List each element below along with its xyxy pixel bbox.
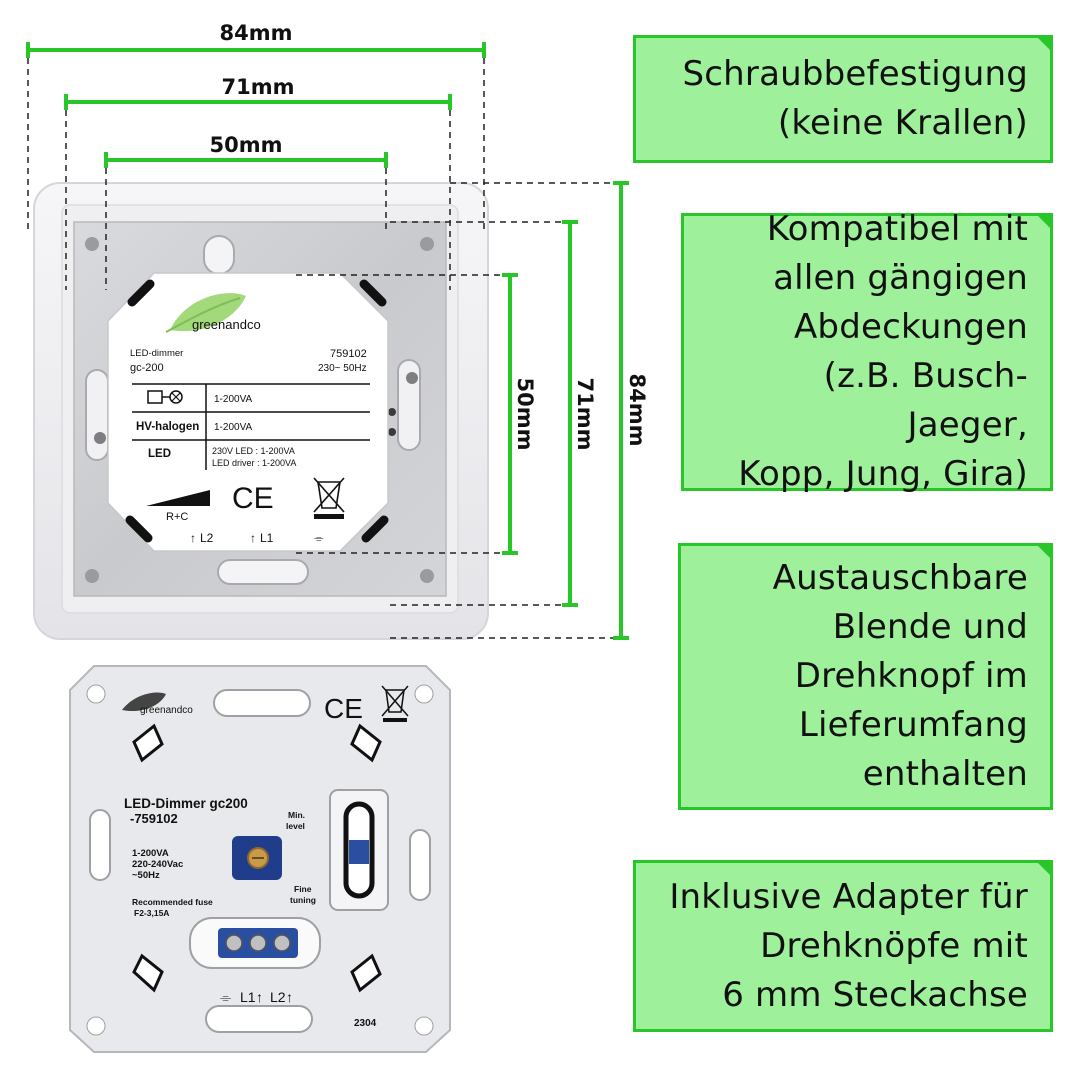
brand-text: greenandco bbox=[192, 317, 261, 332]
leaf-logo-icon bbox=[122, 692, 166, 712]
plate-hole bbox=[85, 237, 99, 251]
dimming-ramp-icon bbox=[146, 490, 210, 506]
fuse-value: F2-3,15A bbox=[134, 908, 169, 918]
screw-slot bbox=[217, 559, 309, 585]
label-title: LED-dimmer bbox=[130, 348, 183, 359]
dim-width-outer: 84mm bbox=[220, 21, 293, 45]
back-terminal: L1 bbox=[240, 989, 256, 1005]
screw-slot bbox=[203, 235, 235, 275]
feature-text: Kompatibel mit allen gängigen Abdeckunge… bbox=[738, 209, 1028, 494]
dim-height-inner: 50mm bbox=[513, 378, 537, 451]
row-value: 1-200VA bbox=[214, 394, 253, 405]
dimmer-module-back: greenandco CE LED-Dimmer gc200 -759102 M… bbox=[69, 665, 451, 1053]
corner-fold-icon bbox=[1035, 543, 1053, 561]
plate-hole bbox=[85, 569, 99, 583]
plate-hole bbox=[420, 569, 434, 583]
label-voltage: 230~ 50Hz bbox=[318, 363, 367, 374]
weee-bin-icon bbox=[381, 685, 409, 722]
back-title: LED-Dimmer gc200 bbox=[124, 796, 248, 811]
incandescent-lamp-icon bbox=[147, 390, 183, 404]
feature-text: Inklusive Adapter für Drehknöpfe mit 6 m… bbox=[669, 876, 1028, 1015]
dim-height-mid: 71mm bbox=[573, 378, 597, 451]
back-terminal: L2 bbox=[270, 989, 286, 1005]
dimension-lines bbox=[26, 42, 629, 640]
fuse-title: Recommended fuse bbox=[132, 897, 213, 907]
min-level-line2: level bbox=[286, 821, 305, 831]
row-value: 230V LED : 1-200VA bbox=[212, 446, 295, 456]
row-name: HV-halogen bbox=[136, 421, 199, 433]
row-value: LED driver : 1-200VA bbox=[212, 458, 296, 468]
feature-text: Austauschbare Blende und Drehknopf im Li… bbox=[772, 558, 1028, 794]
corner-fold-icon bbox=[1035, 213, 1053, 231]
svg-text:↑: ↑ bbox=[256, 989, 263, 1005]
dimension-guides bbox=[27, 58, 613, 639]
dim-width-mid: 71mm bbox=[222, 75, 295, 99]
dim-width-inner: 50mm bbox=[210, 133, 283, 157]
corner-fold-icon bbox=[1035, 35, 1053, 53]
label-model: gc-200 bbox=[130, 362, 164, 374]
terminal-label: L2 bbox=[200, 531, 214, 545]
label-article: 759102 bbox=[330, 348, 367, 360]
back-article: -759102 bbox=[130, 811, 178, 826]
fine-tuning-text: Fine tuning bbox=[290, 884, 316, 905]
row-name: LED bbox=[148, 448, 171, 460]
plate-hole bbox=[420, 237, 434, 251]
feature-box: Austauschbare Blende und Drehknopf im Li… bbox=[678, 543, 1053, 810]
spec-line: 1-200VA bbox=[132, 848, 169, 859]
min-level-text: Min. level bbox=[286, 810, 307, 831]
svg-text:↑: ↑ bbox=[286, 989, 293, 1005]
feature-box: Inklusive Adapter für Drehknöpfe mit 6 m… bbox=[633, 860, 1053, 1032]
min-level-line1: Min. bbox=[288, 810, 305, 820]
terminal-label: L1 bbox=[260, 531, 274, 545]
claw-slot bbox=[85, 369, 109, 461]
dim-height-outer: 84mm bbox=[625, 374, 649, 447]
row-value: 1-200VA bbox=[214, 422, 253, 433]
feature-text: Schraubbefestigung (keine Krallen) bbox=[682, 54, 1028, 143]
spec-line: ~50Hz bbox=[132, 870, 160, 881]
feature-box: Schraubbefestigung (keine Krallen) bbox=[633, 35, 1053, 163]
batch-code: 2304 bbox=[354, 1018, 377, 1029]
svg-text:↑: ↑ bbox=[250, 531, 256, 545]
ce-mark: CE bbox=[232, 482, 274, 515]
spec-line: 220-240Vac bbox=[132, 859, 183, 870]
corner-fold-icon bbox=[1035, 860, 1053, 878]
terminal-arrow: ↑ bbox=[190, 531, 196, 545]
front-dimmer: greenandco LED-dimmer gc-200 759102 230~… bbox=[33, 182, 489, 640]
feature-box: Kompatibel mit allen gängigen Abdeckunge… bbox=[681, 209, 1053, 494]
weee-bin-icon bbox=[313, 477, 345, 519]
rc-text: R+C bbox=[166, 511, 188, 523]
switch-symbol-icon: ⌯ bbox=[220, 989, 231, 1005]
back-ce-mark: CE bbox=[324, 693, 363, 724]
switch-symbol-icon: ⌯ bbox=[314, 531, 324, 545]
back-brand: greenandco bbox=[140, 705, 193, 716]
